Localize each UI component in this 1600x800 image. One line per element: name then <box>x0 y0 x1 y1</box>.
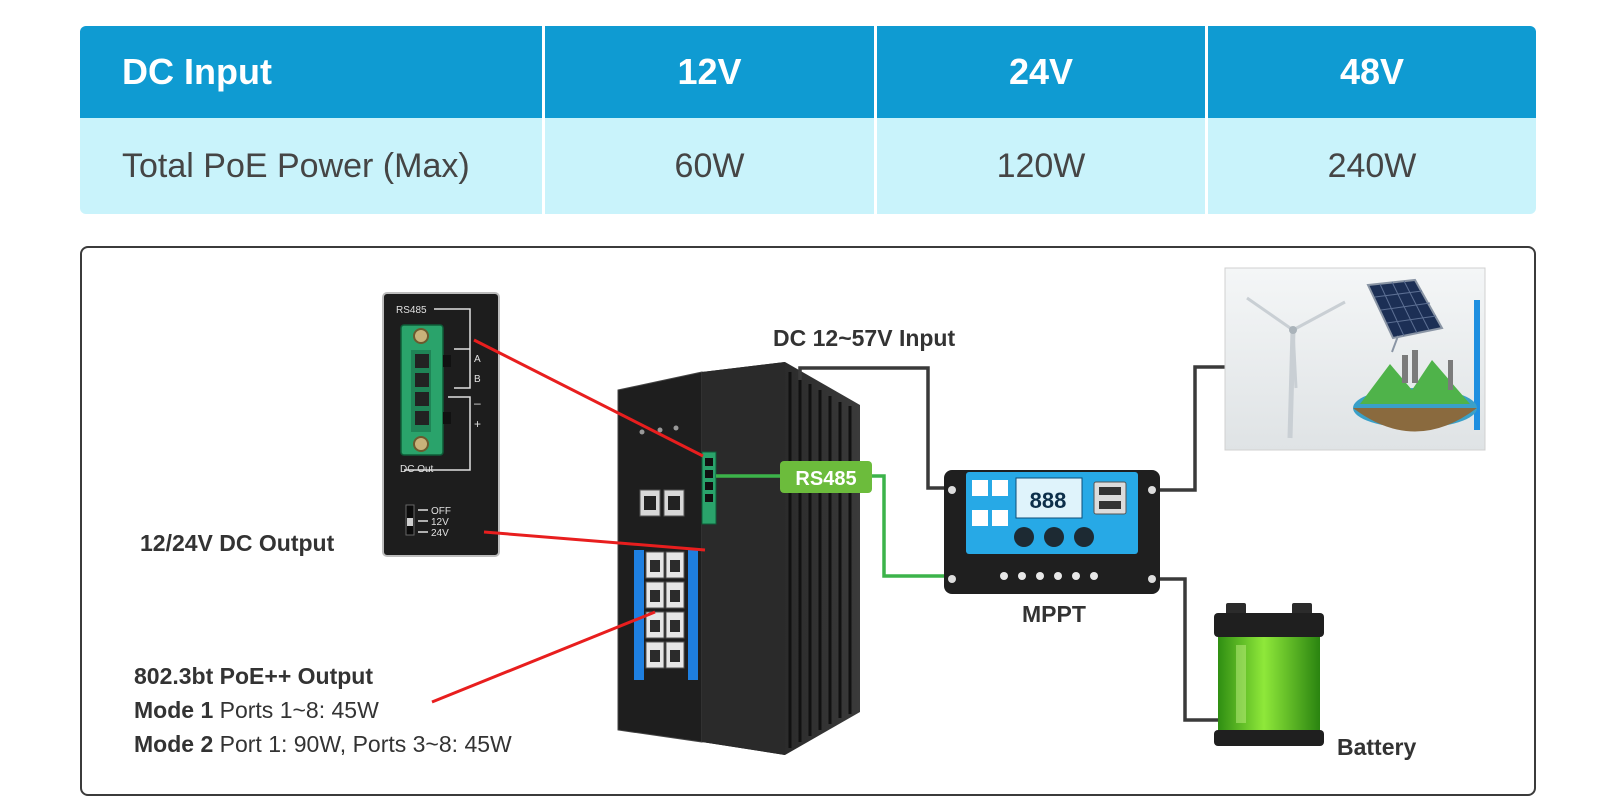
closeup-12v-text: 12V <box>431 517 449 528</box>
poe-power-table: DC Input 12V 24V 48V Total PoE Power (Ma… <box>80 26 1536 214</box>
cell-120w: 120W <box>874 118 1205 214</box>
closeup-minus-text: – <box>474 396 481 410</box>
connector-closeup-panel: RS485 A B – + DC Out OFF 12V 24V <box>382 292 500 557</box>
power-wires <box>798 365 1225 722</box>
poe-output-title: 802.3bt PoE++ Output <box>134 663 373 689</box>
header-cell-12v: 12V <box>542 26 874 118</box>
mppt-label: MPPT <box>1022 601 1086 627</box>
cell-60w: 60W <box>542 118 874 214</box>
header-cell-48v: 48V <box>1205 26 1536 118</box>
closeup-plus-text: + <box>474 417 481 431</box>
closeup-dc-out-text: DC Out <box>400 464 434 475</box>
mode1-name: Mode 1 <box>134 697 214 723</box>
cell-240w: 240W <box>1205 118 1536 214</box>
dc-input-label: DC 12~57V Input <box>773 325 956 351</box>
closeup-24v-text: 24V <box>431 528 449 539</box>
mode2-desc: Port 1: 90W, Ports 3~8: 45W <box>213 731 512 757</box>
closeup-b-text: B <box>474 374 481 385</box>
mode1-line: Mode 1 Ports 1~8: 45W <box>134 697 379 724</box>
header-cell-24v: 24V <box>874 26 1205 118</box>
dc-output-label: 12/24V DC Output <box>140 530 335 556</box>
mppt-controller-device: 888 <box>944 470 1160 594</box>
mode1-desc: Ports 1~8: 45W <box>213 697 379 723</box>
renewable-energy-image <box>1224 267 1486 451</box>
table-header-row: DC Input 12V 24V 48V <box>80 26 1536 118</box>
callout-lines <box>431 338 706 704</box>
closeup-rs485-text: RS485 <box>396 305 427 316</box>
rs485-tag <box>780 461 872 493</box>
wiring-diagram-panel <box>80 246 1536 796</box>
battery-label: Battery <box>1337 734 1417 760</box>
controller-lcd-text: 888 <box>1030 488 1067 513</box>
table-row-total-poe-power: Total PoE Power (Max) 60W 120W 240W <box>80 118 1536 214</box>
closeup-a-text: A <box>474 354 481 365</box>
mode2-name: Mode 2 <box>134 731 214 757</box>
closeup-off-text: OFF <box>431 506 451 517</box>
row-label-total-poe-power: Total PoE Power (Max) <box>122 146 470 185</box>
poe-switch-device <box>617 362 860 755</box>
mode2-line: Mode 2 Port 1: 90W, Ports 3~8: 45W <box>134 731 512 758</box>
battery-device <box>1214 603 1324 746</box>
rs485-tag-text: RS485 <box>795 468 856 490</box>
rs485-link: RS485 <box>716 461 944 578</box>
header-cell-dc-input: DC Input <box>122 51 272 92</box>
